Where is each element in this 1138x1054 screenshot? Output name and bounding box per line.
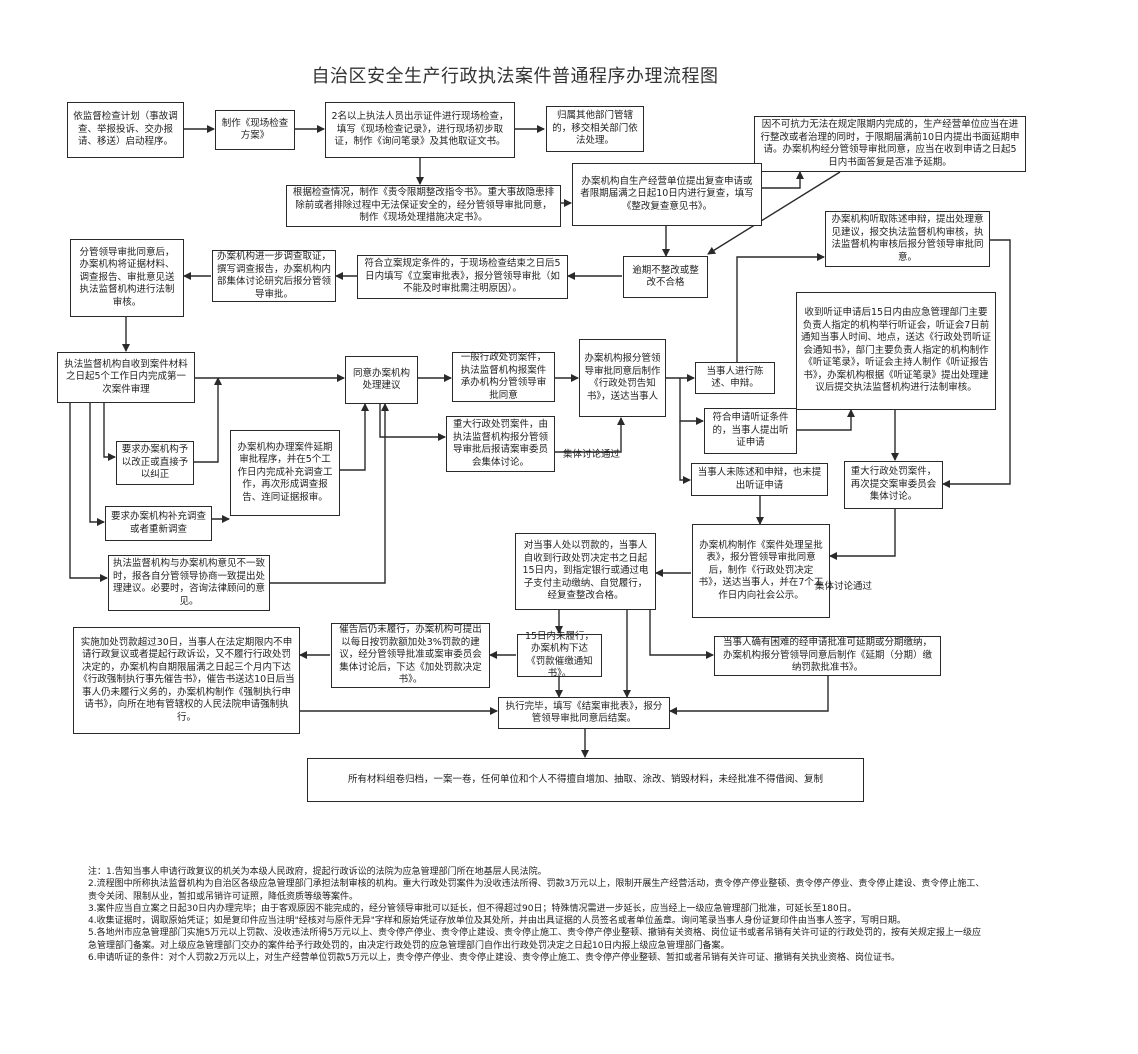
arrow-n20-n14 xyxy=(340,403,369,471)
step-penalty-notice: 办案机构报分管领导审批同意后制作《行政处罚告知书》，送达当事人 xyxy=(579,339,666,417)
arrow-n12-n24 xyxy=(942,239,1011,488)
step-rectification-order: 根据检查情况，制作《责令限期整改指令书》。重大事故隐患排除前或者排除过程中无法保… xyxy=(286,185,561,227)
arrow-n14-n21 xyxy=(379,404,446,441)
arrow-n27-n32 xyxy=(649,610,714,659)
arrow-n17-n12 xyxy=(736,253,825,362)
step-inspection-plan: 制作《现场检查方案》 xyxy=(215,110,295,150)
step-hear-statements: 办案机构听取陈述申辩，提出处理意见建议，报交执法监督机构审核，执法监督机构审核后… xyxy=(825,211,990,267)
step-enforcement-application: 实施加处罚款超过30日，当事人在法定期限内不申请行政复议或者提起行政诉讼，又不履… xyxy=(73,627,300,734)
step-agree-proposal: 同意办案机构处理建议 xyxy=(345,356,418,404)
step-party-statement: 当事人进行陈述、申辩。 xyxy=(695,362,775,394)
step-major-case-collective: 重大行政处罚案件，再次提交案审委员会集体讨论。 xyxy=(844,461,943,509)
arrow-n24-n28 xyxy=(829,509,896,560)
step-deferred-payment: 当事人确有困难的经申请批准可延期或分期缴纳，办案机构报分管领导同意后制作《延期（… xyxy=(714,636,941,676)
step-correct-or-rectify: 要求办案机构予以改正或直接予以纠正 xyxy=(116,441,194,485)
arrow-n32-n33 xyxy=(669,676,829,715)
step-additional-fine: 催告后仍未履行，办案机构可提出以每日按罚款额加处3%罚款的建议，经分管领导批准或… xyxy=(331,623,490,688)
step-case-extension: 办案机构办理案件延期审批程序，并在5个工作日内完成补充调查工作，再次形成调查报告… xyxy=(230,430,340,516)
step-overdue-not-rectified: 逾期不整改或整改不合格 xyxy=(623,256,708,298)
step-extension-request: 因不可抗力无法在规定限期内完成的，生产经营单位应当在进行整改或者治理的同时，于限… xyxy=(754,116,1026,172)
footnote-2: 2.流程图中所称执法监督机构为自治区各级应急管理部门承担法制审核的机构。重大行政… xyxy=(88,879,985,902)
step-legal-review-submission: 分管领导审批同意后，办案机构将证据材料、调查报告、审批意见送执法监督机构进行法制… xyxy=(70,239,184,317)
step-major-case: 重大行政处罚案件，由执法监督机构报分管领导审批后报请案审委员会集体讨论。 xyxy=(446,416,555,472)
arrow-n21-n16 xyxy=(555,417,625,453)
arrow-n13-n26 xyxy=(69,403,108,582)
arrow-n13-n25 xyxy=(89,403,105,526)
footnote-3: 3.案件应当自立案之日起30日内办理完毕；由于客观原因不能完成的，经分管领导审批… xyxy=(88,903,857,914)
step-start-inspection: 依监督检查计划（事故调查、举报投诉、交办报请、移送）启动程序。 xyxy=(67,102,184,158)
step-archive: 所有材料组卷归档，一案一卷，任何单位和个人不得擅自增加、抽取、涂改、销毁材料，未… xyxy=(307,758,864,802)
arrow-n16-n23 xyxy=(679,421,691,484)
arrow-n13-n19 xyxy=(103,403,116,461)
step-hearing-request: 符合申请听证条件的，当事人提出听证申请 xyxy=(704,408,797,454)
label-collective-discussion-2: 集体讨论通过 xyxy=(815,581,873,592)
footnote-5: 5.各地州市应急管理部门实施5万元以上罚款、没收违法所得5万元以上、责令停产停业… xyxy=(88,928,982,951)
step-payment-reminder: 15日内未履行，办案机构下达《罚款催缴通知书》。 xyxy=(517,631,602,679)
step-general-case: 一般行政处罚案件，执法监督机构报案件承办机构分管领导审批同意 xyxy=(452,352,555,402)
arrow-n19-n13 xyxy=(194,377,222,463)
arrow-n7-n5 xyxy=(761,171,804,189)
step-case-filing: 符合立案规定条件的，于现场检查结束之日后5日内填写《立案审批表》，报分管领导审批… xyxy=(357,255,568,299)
step-onsite-inspection: 2名以上执法人员出示证件进行现场检查，填写《现场检查记录》，进行现场初步取证，制… xyxy=(325,102,515,158)
footnotes: 注：1.告知当事人申请行政复议的机关为本级人民政府，提起行政诉讼的法院为应急管理… xyxy=(88,866,988,964)
step-case-closure: 执行完毕，填写《结案审批表》，报分管领导审批同意后结案。 xyxy=(498,697,670,729)
step-review-inspection: 办案机构自生产经营单位提出复查申请或者限期届满之日起10日内进行复查，填写《整改… xyxy=(572,163,762,226)
label-collective-discussion-1: 集体讨论通过 xyxy=(563,449,621,460)
arrow-n22-n18 xyxy=(797,409,855,431)
step-further-investigation: 办案机构进一步调查取证，撰写调查报告，办案机构内部集体讨论研究后报分管领导审批。 xyxy=(212,250,336,302)
step-opinion-disagreement: 执法监督机构与办案机构意见不一致时，报各自分管领导协商一致提出处理建议。必要时，… xyxy=(108,555,270,611)
footnote-1: 注：1.告知当事人申请行政复议的机关为本级人民政府，提起行政诉讼的法院为应急管理… xyxy=(88,867,547,877)
step-transfer-other-dept: 归属其他部门管辖的，移交相关部门依法处理。 xyxy=(546,106,644,152)
step-fine-payment: 对当事人处以罚款的，当事人自收到行政处罚决定书之日起15日内，到指定银行或通过电… xyxy=(515,533,656,610)
step-hearing-process: 收到听证申请后15日内由应急管理部门主要负责人指定的机构举行听证会，听证会7日前… xyxy=(796,292,996,410)
step-supplementary-investigation: 要求办案机构补充调查或者重新调查 xyxy=(105,506,212,541)
step-first-case-review: 执法监督机构自收到案件材料之日起5个工作日内完成第一次案件审理 xyxy=(57,352,195,403)
footnote-6: 6.申请听证的条件：对个人罚款2万元以上，对生产经营单位罚款5万元以上，责令停产… xyxy=(88,953,901,964)
page-title: 自治区安全生产行政执法案件普通程序办理流程图 xyxy=(311,66,719,87)
step-no-statement: 当事人未陈述和申辩，也未提出听证申请 xyxy=(691,463,828,496)
footnote-4: 4.收集证据时，调取原始凭证；如是复印件应当注明"经核对与原件无异"字样和原始凭… xyxy=(88,916,906,927)
arrow-n5-n11 xyxy=(707,171,841,255)
arrow-n26-n14 xyxy=(270,403,389,584)
step-penalty-decision: 办案机构制作《案件处理呈批表》，报分管领导审批同意后，制作《行政处罚决定书》，送… xyxy=(692,524,830,618)
